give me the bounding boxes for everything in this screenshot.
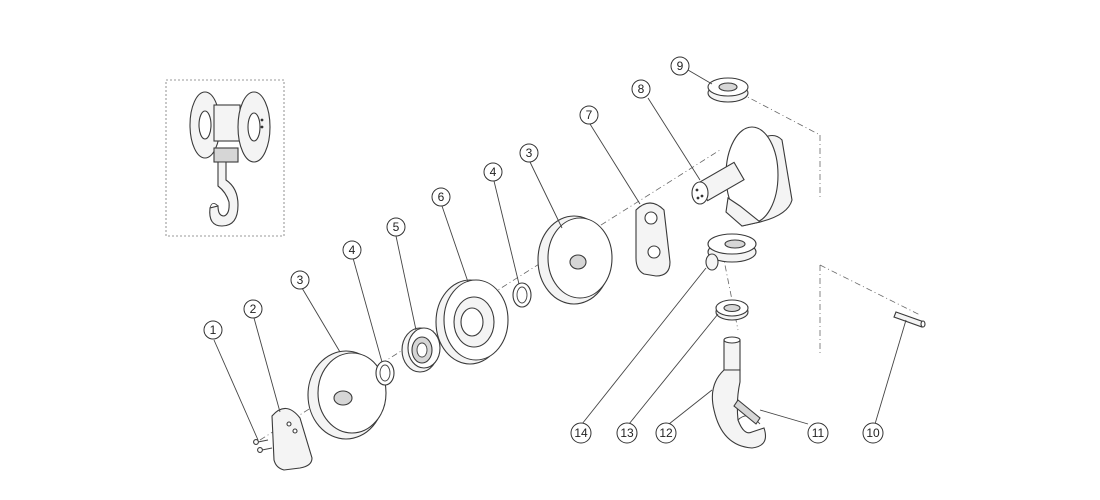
callout-13: 13 — [616, 422, 638, 444]
callout-label: 5 — [393, 220, 400, 234]
callout-4a: 4 — [342, 240, 362, 260]
callout-6: 6 — [431, 187, 451, 207]
callout-7: 7 — [579, 105, 599, 125]
callout-label: 7 — [586, 108, 593, 122]
callout-9: 9 — [670, 56, 690, 76]
callout-group: 1 2 3 4 5 6 4 3 — [203, 56, 884, 444]
callout-label: 4 — [349, 243, 356, 257]
part-4-ring-left — [375, 360, 395, 386]
leader-lines — [213, 123, 907, 441]
part-11-latch — [733, 399, 761, 425]
callout-label: 12 — [659, 426, 673, 440]
callout-label: 3 — [297, 273, 304, 287]
part-2-side-plate — [271, 407, 313, 471]
callout-label: 8 — [638, 82, 645, 96]
callout-3a: 3 — [290, 270, 310, 290]
callout-label: 11 — [812, 426, 825, 440]
callout-label: 3 — [526, 146, 533, 160]
part-3-sheave-right — [537, 215, 613, 305]
callout-1: 1 — [203, 320, 223, 340]
callout-label: 6 — [438, 190, 445, 204]
part-13-washer — [715, 299, 749, 321]
callout-2: 2 — [243, 299, 263, 319]
part-9-nut — [687, 69, 749, 103]
callout-label: 2 — [250, 302, 257, 316]
callout-label: 13 — [620, 426, 634, 440]
part-14-crosshead — [705, 233, 757, 271]
part-3-sheave-left — [307, 350, 387, 440]
part-4-ring-right — [512, 282, 532, 308]
callout-14: 14 — [570, 422, 592, 444]
callout-8: 8 — [631, 79, 651, 99]
callout-12: 12 — [655, 422, 677, 444]
callout-label: 4 — [490, 165, 497, 179]
part-12-hook — [711, 336, 767, 449]
part-8-axle-flange — [647, 97, 793, 227]
callout-3b: 3 — [519, 143, 539, 163]
callout-4b: 4 — [483, 162, 503, 182]
callout-label: 1 — [210, 323, 217, 337]
callout-label: 14 — [574, 426, 588, 440]
part-5-bearing — [401, 327, 441, 373]
part-6-pulley — [435, 279, 509, 365]
callout-5: 5 — [386, 217, 406, 237]
callout-label: 10 — [866, 426, 880, 440]
callout-label: 9 — [677, 59, 684, 73]
assembly-inset — [165, 79, 285, 237]
part-1-screws — [253, 439, 273, 453]
part-7-link-plate — [635, 202, 671, 277]
callout-11: 11 — [807, 422, 829, 444]
part-10-pin — [893, 311, 926, 328]
callout-10: 10 — [862, 422, 884, 444]
